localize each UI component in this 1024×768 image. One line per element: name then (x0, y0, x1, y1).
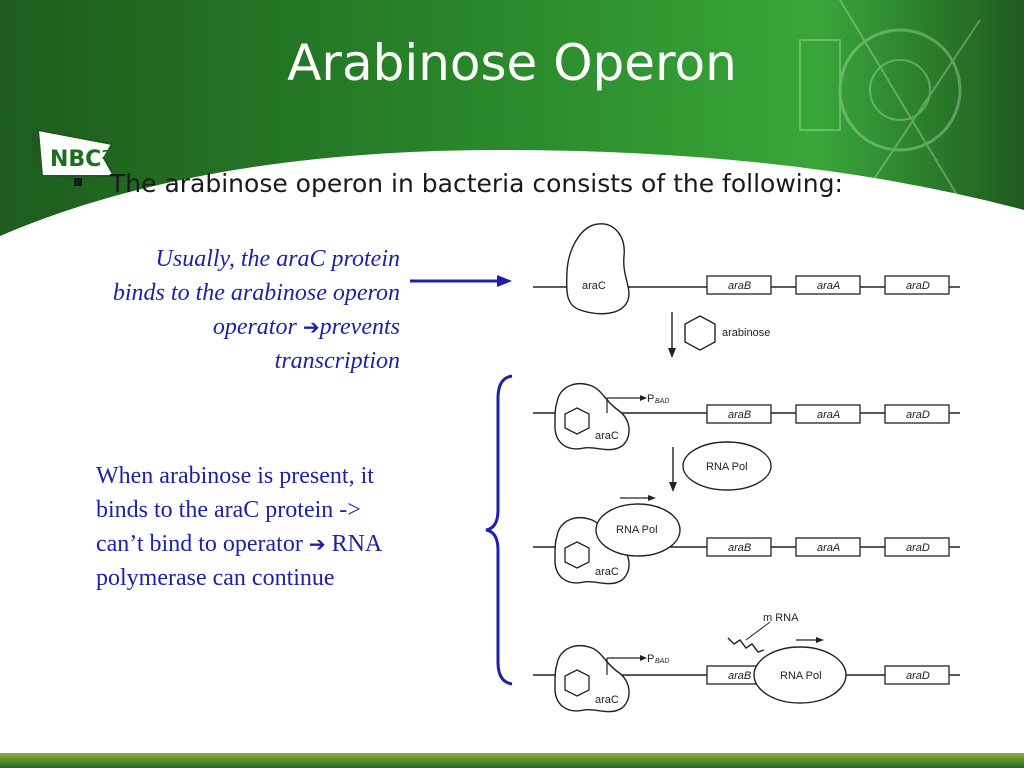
note-line: operator ➔prevents (40, 310, 400, 344)
blue-arrow (410, 275, 512, 287)
bracket (485, 374, 513, 686)
note-line: transcription (274, 348, 400, 374)
right-arrow-icon: ➔ (308, 532, 326, 556)
rna-pol-ellipse (595, 503, 681, 557)
arac-label: araC (595, 430, 619, 442)
dna-row-1: araC araB araA araD (533, 223, 960, 315)
arabinose-hexagon-icon (684, 315, 716, 351)
dna-row-2: araC P BAD araB araA araD (533, 383, 960, 451)
arac-label: araC (595, 566, 619, 578)
araa-gene-label: araA (817, 409, 840, 421)
slide-title: Arabinose Operon (287, 34, 737, 92)
pbad-p-label: P (647, 653, 654, 665)
note-line: can’t bind to operator ➔ RNA (96, 527, 456, 561)
pbad-p-label: P (647, 393, 654, 405)
right-arrow-icon: ➔ (302, 315, 320, 339)
note-line: When arabinose is present, it (96, 463, 374, 489)
rna-pol-label: RNA Pol (616, 524, 658, 536)
araa-gene-label: araA (817, 280, 840, 292)
dna-row-4: araC P BAD araB RNA Pol araD m RNA (533, 612, 960, 713)
araa-gene-label: araA (817, 542, 840, 554)
note-text: prevents (319, 314, 400, 340)
dna-row-3: araC RNA Pol araB araA araD (533, 495, 960, 585)
arab-gene-label: araB (728, 542, 751, 554)
note-line: binds to the arabinose operon (112, 280, 400, 306)
note-text: can’t bind to operator (96, 531, 309, 557)
rna-pol-label: RNA Pol (706, 461, 748, 473)
arac-label: araC (582, 280, 606, 292)
note-line: binds to the araC protein -> (96, 497, 361, 523)
rna-pol-label: RNA Pol (780, 670, 822, 682)
arabinose-addition: arabinose (668, 312, 770, 358)
note-line: Usually, the araC protein (155, 246, 400, 272)
header-background (0, 0, 1024, 240)
pbad-sub-label: BAD (655, 398, 669, 405)
rna-pol-addition: RNA Pol (669, 441, 772, 492)
arabinose-hexagon-icon (564, 541, 590, 569)
rna-pol-ellipse (682, 441, 772, 491)
arad-gene-label: araD (906, 542, 930, 554)
footer-bar (0, 753, 1024, 768)
mrna-strand (727, 637, 765, 653)
arac-label: araC (595, 694, 619, 706)
arad-gene-label: araD (906, 670, 930, 682)
arac-protein-shape (565, 223, 630, 315)
arad-gene-label: araD (906, 409, 930, 421)
arab-gene-label: araB (728, 280, 751, 292)
mrna-label: m RNA (763, 612, 799, 624)
rna-pol-ellipse (753, 646, 847, 704)
logo-text: NBC² (50, 147, 111, 172)
arabinose-hexagon-icon (564, 669, 590, 697)
note-text: RNA (325, 531, 383, 557)
nbc2-logo: NBC² (32, 128, 116, 177)
bullet-row: The arabinose operon in bacteria consist… (74, 169, 1004, 205)
bullet-text: The arabinose operon in bacteria consist… (110, 169, 843, 198)
arabinose-hexagon-icon (564, 407, 590, 435)
arabinose-label: arabinose (722, 327, 770, 339)
bullet-square-icon (74, 178, 82, 186)
note-text: operator (212, 314, 303, 340)
arad-gene-label: araD (906, 280, 930, 292)
arab-gene-label: araB (728, 670, 751, 682)
note-arabinose-present: When arabinose is present, it binds to t… (96, 459, 456, 595)
note-line: polymerase can continue (96, 565, 335, 591)
pbad-sub-label: BAD (655, 658, 669, 665)
note-arac-binding: Usually, the araC protein binds to the a… (40, 242, 400, 378)
arab-gene-label: araB (728, 409, 751, 421)
